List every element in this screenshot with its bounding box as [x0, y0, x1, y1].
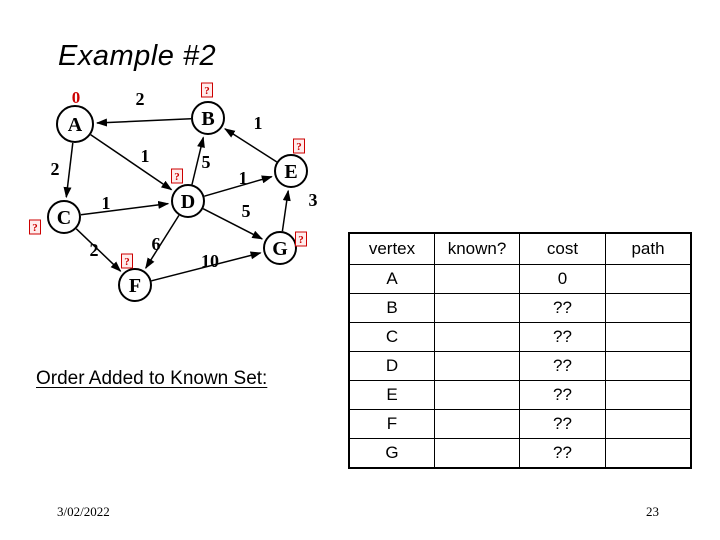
- edge-weight-B-A: 2: [136, 89, 145, 109]
- unknown-cost-box-C: [29, 219, 41, 235]
- cell-known-D: [434, 351, 520, 381]
- cell-cost-E: ??: [519, 380, 606, 410]
- cell-cost-D: ??: [519, 351, 606, 381]
- col-header-vertex: vertex: [348, 232, 435, 265]
- table-row: G??: [348, 438, 692, 469]
- node-G: [263, 231, 297, 265]
- table-row: F??: [348, 409, 692, 439]
- edge-weight-A-D: 1: [141, 146, 150, 166]
- unknown-cost-box-B: [201, 82, 213, 98]
- cell-cost-C: ??: [519, 322, 606, 352]
- page-number: 23: [646, 504, 659, 519]
- unknown-cost-box-F: [121, 253, 133, 269]
- cell-known-C: [434, 322, 520, 352]
- cell-known-G: [434, 438, 520, 469]
- table-header-row: vertex known? cost path: [348, 232, 692, 265]
- table-row: C??: [348, 322, 692, 352]
- cell-vertex-D: D: [348, 351, 435, 381]
- node-label-F: F: [129, 275, 141, 297]
- start-cost-label-A: 0: [72, 88, 81, 107]
- node-label-D: D: [181, 191, 195, 213]
- col-header-cost: cost: [519, 232, 606, 265]
- edge-D-B: [191, 136, 205, 185]
- cell-vertex-C: C: [348, 322, 435, 352]
- node-label-E: E: [284, 161, 297, 183]
- cell-path-F: [605, 409, 692, 439]
- cell-cost-F: ??: [519, 409, 606, 439]
- cell-cost-A: 0: [519, 264, 606, 294]
- cell-vertex-G: G: [348, 438, 435, 469]
- edge-weight-F-G: 10: [201, 251, 219, 271]
- node-label-B: B: [201, 108, 214, 130]
- edge-B-A: [96, 118, 192, 127]
- cell-path-B: [605, 293, 692, 323]
- node-C: [47, 200, 81, 234]
- cell-path-D: [605, 351, 692, 381]
- cell-path-G: [605, 438, 692, 469]
- unknown-cost-marker-E: ?: [296, 141, 302, 153]
- cell-vertex-F: F: [348, 409, 435, 439]
- unknown-cost-marker-D: ?: [174, 171, 180, 183]
- edge-weight-D-E: 1: [239, 168, 248, 188]
- unknown-cost-box-E: [293, 138, 305, 154]
- edge-C-F: [75, 228, 122, 272]
- node-B: [191, 101, 225, 135]
- cell-known-E: [434, 380, 520, 410]
- cell-vertex-B: B: [348, 293, 435, 323]
- page-title: Example #2: [58, 40, 217, 72]
- node-label-C: C: [57, 207, 71, 229]
- edge-D-E: [204, 175, 273, 197]
- table-row: E??: [348, 380, 692, 410]
- edge-E-B: [224, 128, 278, 163]
- edge-weight-C-D: 1: [102, 193, 111, 213]
- edge-F-G: [151, 251, 262, 282]
- table-row: B??: [348, 293, 692, 323]
- edge-weight-G-E: 3: [309, 190, 318, 210]
- node-label-A: A: [68, 114, 83, 136]
- unknown-cost-marker-G: ?: [298, 234, 304, 246]
- edge-A-C: [63, 142, 74, 199]
- col-header-path: path: [605, 232, 692, 265]
- cell-path-E: [605, 380, 692, 410]
- edge-weight-E-B: 1: [254, 113, 263, 133]
- edge-weight-C-F: 2: [90, 240, 99, 260]
- node-D: [171, 184, 205, 218]
- edge-D-F: [145, 215, 180, 269]
- cell-cost-B: ??: [519, 293, 606, 323]
- footer-date: 3/02/2022: [57, 504, 110, 519]
- edge-weight-D-B: 5: [202, 152, 211, 172]
- graph-edges: 2 2 1 1 5 1 1 5 3 2 6 10: [51, 89, 318, 282]
- edge-A-D: [90, 134, 173, 191]
- node-E: [274, 154, 308, 188]
- edge-G-E: [281, 189, 291, 232]
- cell-vertex-A: A: [348, 264, 435, 294]
- table-row: D??: [348, 351, 692, 381]
- cell-path-A: [605, 264, 692, 294]
- edge-weight-D-G: 5: [242, 201, 251, 221]
- cell-known-F: [434, 409, 520, 439]
- edge-D-G: [202, 208, 264, 240]
- unknown-cost-box-D: [171, 168, 183, 184]
- unknown-cost-marker-B: ?: [204, 85, 210, 97]
- col-header-known: known?: [434, 232, 520, 265]
- edge-weight-D-F: 6: [152, 234, 161, 254]
- order-added-label: Order Added to Known Set:: [36, 368, 268, 389]
- cell-vertex-E: E: [348, 380, 435, 410]
- edge-weight-A-C: 2: [51, 159, 60, 179]
- cell-known-A: [434, 264, 520, 294]
- unknown-cost-marker-F: ?: [124, 256, 130, 268]
- graph-nodes: A0B?C?D?E?F?G?: [29, 82, 308, 302]
- unknown-cost-marker-C: ?: [32, 222, 38, 234]
- node-F: [118, 268, 152, 302]
- cell-known-B: [434, 293, 520, 323]
- node-label-G: G: [272, 238, 288, 260]
- edge-C-D: [80, 200, 170, 216]
- cell-cost-G: ??: [519, 438, 606, 469]
- cell-path-C: [605, 322, 692, 352]
- unknown-cost-box-G: [295, 231, 307, 247]
- node-A: [56, 105, 94, 143]
